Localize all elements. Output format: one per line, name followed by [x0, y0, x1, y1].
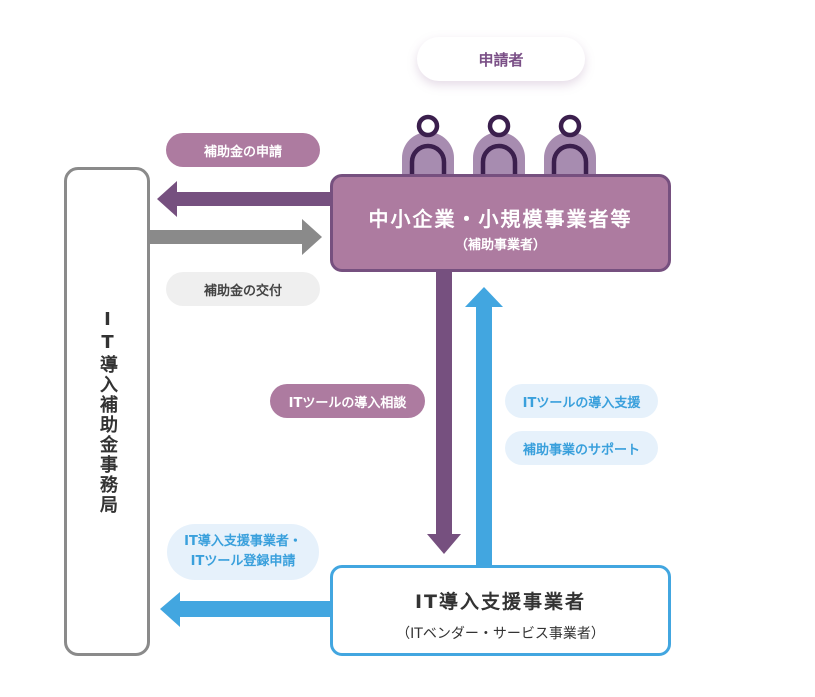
arrow-consultation-down [427, 272, 461, 554]
arrow-subsidy-grant [150, 219, 322, 255]
person-icon-2 [473, 114, 525, 185]
sme-subtitle: （補助事業者） [454, 238, 546, 253]
label-it-tool-consultation: ITツールの導入相談 [270, 384, 425, 418]
sme-box: 中小企業・小規模事業者等 （補助事業者） [330, 174, 671, 272]
vendor-title: IT導入支援事業者 [414, 591, 587, 613]
label-vendor-registration-line1: IT導入支援事業者・ [184, 534, 302, 549]
arrow-support-up [465, 287, 503, 566]
sme-title: 中小企業・小規模事業者等 [368, 207, 633, 231]
label-it-tool-support: ITツールの導入支援 [505, 384, 658, 418]
applicant-label: 申請者 [417, 37, 585, 81]
it-subsidy-office-box: IT導入補助金事務局 [64, 167, 150, 656]
person-icon-1 [402, 114, 454, 185]
arrow-subsidy-application [157, 181, 332, 217]
label-vendor-registration: IT導入支援事業者・ ITツール登録申請 [167, 524, 319, 580]
label-vendor-registration-line2: ITツール登録申請 [190, 554, 296, 569]
office-label: IT導入補助金事務局 [97, 308, 118, 515]
vendor-box: IT導入支援事業者 （ITベンダー・サービス事業者） [330, 565, 671, 656]
label-project-support: 補助事業のサポート [505, 431, 658, 465]
vendor-subtitle: （ITベンダー・サービス事業者） [396, 626, 605, 642]
label-subsidy-grant: 補助金の交付 [166, 272, 320, 306]
arrow-vendor-registration [160, 592, 331, 627]
person-icon-3 [544, 114, 596, 185]
label-subsidy-application: 補助金の申請 [166, 133, 320, 167]
